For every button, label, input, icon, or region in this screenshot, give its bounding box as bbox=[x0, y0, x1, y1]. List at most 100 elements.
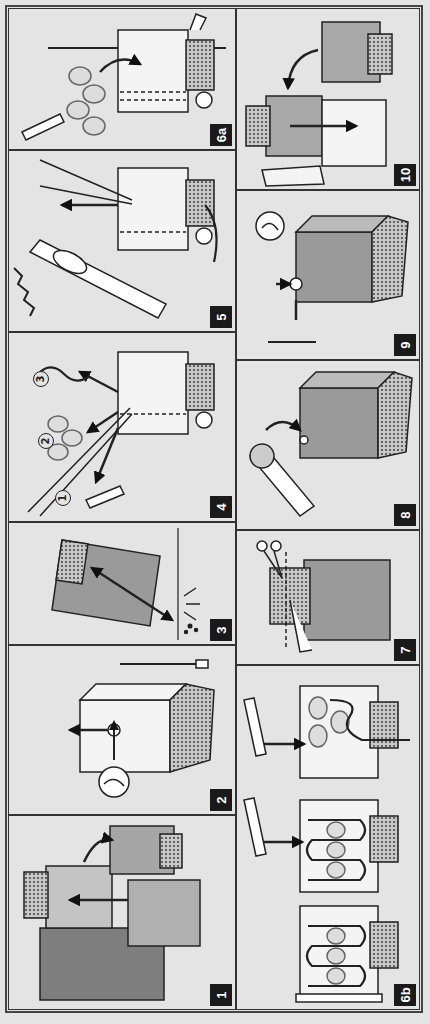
rayon-ball bbox=[67, 101, 89, 119]
flint-wheel bbox=[196, 92, 212, 108]
pliers bbox=[28, 408, 132, 516]
remove-arrow bbox=[96, 428, 118, 482]
hinge bbox=[160, 834, 182, 868]
callout-number: 3 bbox=[36, 376, 46, 383]
insert-front bbox=[80, 700, 170, 772]
flint-closeup bbox=[256, 212, 284, 240]
insert-arrow bbox=[290, 125, 356, 128]
step-panel: 10 bbox=[236, 8, 420, 190]
step-panel: 3 bbox=[8, 522, 236, 645]
step-panel: 7 bbox=[236, 530, 420, 665]
rayon-ball bbox=[309, 697, 327, 719]
step-number: 6a bbox=[210, 124, 232, 146]
chimney bbox=[370, 922, 398, 968]
felt-pad bbox=[22, 114, 64, 140]
rayon-ball bbox=[309, 725, 327, 747]
step-panel: 6a bbox=[8, 8, 236, 150]
rayon-ball bbox=[327, 862, 345, 878]
insert-arrow bbox=[100, 60, 140, 73]
case bbox=[128, 880, 200, 946]
insert-body bbox=[300, 906, 378, 998]
pull-arrow bbox=[70, 899, 128, 902]
lift-arrow bbox=[84, 839, 112, 862]
rayon-ball bbox=[327, 928, 345, 944]
insert-front bbox=[296, 232, 372, 302]
step-number: 1 bbox=[210, 984, 232, 1006]
step-number: 3 bbox=[210, 619, 232, 641]
chimney bbox=[186, 364, 214, 410]
pull-arrow bbox=[62, 204, 118, 207]
case bbox=[322, 100, 386, 166]
rayon-ball bbox=[327, 822, 345, 838]
insert-body bbox=[118, 352, 188, 434]
flint-dust bbox=[185, 631, 188, 634]
chimney bbox=[378, 372, 412, 458]
rayon-ball bbox=[327, 842, 345, 858]
step-number: 7 bbox=[394, 639, 416, 661]
pliers bbox=[40, 160, 132, 204]
step-number: 5 bbox=[210, 306, 232, 328]
remove-arrow bbox=[88, 412, 118, 432]
spring bbox=[120, 663, 200, 665]
chimney bbox=[24, 872, 48, 918]
chimney bbox=[186, 40, 214, 90]
flint-dust bbox=[195, 629, 198, 632]
step-number: 2 bbox=[210, 789, 232, 811]
insert-body bbox=[300, 800, 378, 892]
hidden-line bbox=[120, 99, 186, 101]
impact-lines bbox=[184, 588, 200, 620]
felt-pad bbox=[244, 798, 266, 856]
wick bbox=[307, 820, 365, 880]
step-number: 8 bbox=[394, 504, 416, 526]
chimney bbox=[372, 216, 408, 302]
callout-circle: 1 bbox=[55, 490, 71, 506]
felt-pad bbox=[296, 994, 382, 1002]
surface bbox=[177, 528, 178, 640]
screw-arrow bbox=[70, 729, 108, 732]
screw-arrow bbox=[113, 722, 115, 760]
wick bbox=[205, 205, 217, 262]
turn-arrow bbox=[288, 50, 318, 88]
insert-arrow bbox=[258, 743, 304, 746]
insert-arrow bbox=[266, 422, 300, 430]
insert-body bbox=[52, 540, 160, 626]
step-panel: 5 bbox=[8, 150, 236, 332]
cam bbox=[190, 14, 206, 30]
insert-body bbox=[118, 30, 188, 112]
tool bbox=[30, 240, 166, 318]
step-panel: 2 bbox=[8, 645, 236, 815]
lid bbox=[262, 166, 324, 186]
hidden-line bbox=[120, 91, 186, 93]
rayon-ball bbox=[69, 67, 91, 85]
cut-line bbox=[285, 552, 287, 650]
flint-screw bbox=[290, 278, 302, 290]
step-panel: 4 1 2 3 bbox=[8, 332, 236, 522]
rayon-ball bbox=[83, 85, 105, 103]
spring bbox=[268, 341, 316, 343]
chimney bbox=[170, 684, 214, 772]
step-number: 6b bbox=[394, 984, 416, 1006]
chimney bbox=[270, 568, 310, 624]
remove-arrow bbox=[80, 372, 118, 392]
scissors bbox=[264, 551, 282, 578]
flint-wheel bbox=[196, 228, 212, 244]
flint-dust bbox=[188, 624, 192, 628]
callout-number: 2 bbox=[41, 438, 51, 445]
rayon-ball bbox=[48, 416, 68, 432]
insert-top bbox=[80, 684, 186, 700]
rayon-ball bbox=[327, 968, 345, 984]
step-panel: 1 bbox=[8, 815, 236, 1010]
insert-body bbox=[46, 866, 112, 928]
flint-wheel bbox=[196, 412, 212, 428]
scissors bbox=[271, 541, 281, 551]
callout-number: 1 bbox=[58, 495, 68, 502]
step-panel: 6b bbox=[236, 665, 420, 1010]
flint bbox=[104, 779, 124, 786]
rayon-ball bbox=[327, 948, 345, 964]
step-panel: 8 bbox=[236, 360, 420, 530]
spring-tab bbox=[196, 660, 208, 668]
hidden-line bbox=[120, 413, 186, 415]
dispenser-wheel bbox=[250, 444, 274, 468]
tap-arrow bbox=[92, 568, 172, 620]
step-number: 4 bbox=[210, 496, 232, 518]
